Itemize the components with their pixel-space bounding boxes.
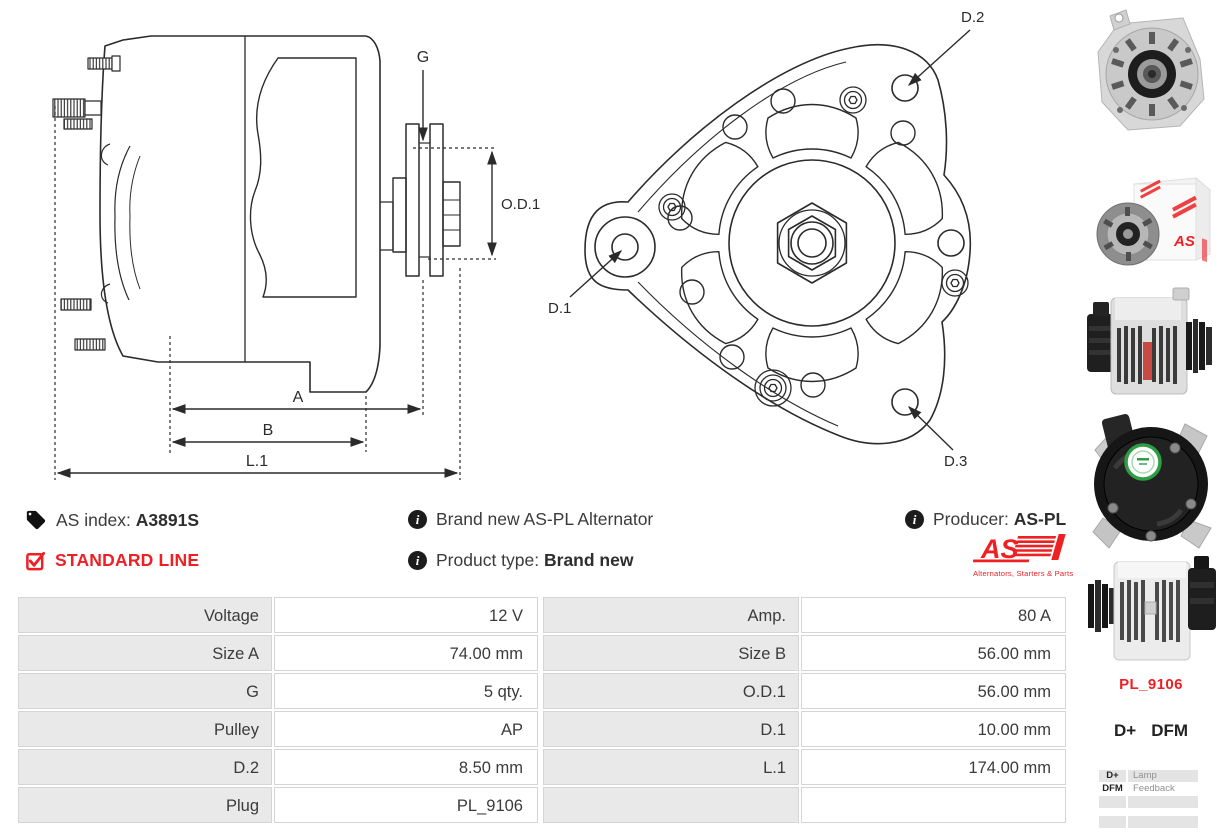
tag-icon [26,510,46,530]
spec-label-cell: D.1 [543,711,799,747]
brand-row: i Brand new AS-PL Alternator [408,509,653,530]
spec-value-cell: 12 V [274,597,538,633]
product-type-text: Product type: Brand new [436,550,633,571]
plug-code-label: PL_9106 [1119,676,1183,693]
info-icon: i [905,510,924,529]
spec-label-cell: O.D.1 [543,673,799,709]
spec-label-cell: Amp. [543,597,799,633]
producer-text: Producer: AS-PL [933,509,1066,530]
spec-value-cell: 5 qty. [274,673,538,709]
product-photo-side-right[interactable] [1086,554,1218,666]
terminal-codes: D+ DFM [1085,721,1217,741]
info-icon: i [408,551,427,570]
spec-value-cell [801,787,1066,823]
spec-value-cell: 8.50 mm [274,749,538,785]
dim-label-d2: D.2 [961,9,984,26]
legend-row: D+ Lamp [1099,770,1200,782]
spec-label-cell: G [18,673,272,709]
as-logo-text: AS [980,534,1019,564]
legend-desc [1128,816,1198,828]
producer-row: i Producer: AS-PL [905,509,1066,530]
table-row: Size A 74.00 mm Size B 56.00 mm [18,635,1066,671]
table-row: Pulley AP D.1 10.00 mm [18,711,1066,747]
spec-value-cell: 56.00 mm [801,673,1066,709]
dim-label-g: G [417,49,429,66]
terminal-dplus: D+ [1113,721,1137,740]
product-photo-rear[interactable] [1085,410,1217,552]
legend-spacer [1099,809,1200,816]
terminal-legend: D+ Lamp DFM Feedback [1099,770,1200,829]
dim-label-a: A [293,389,304,406]
table-row: Voltage 12 V Amp. 80 A [18,597,1066,633]
table-row: Plug PL_9106 [18,787,1066,823]
legend-term: D+ [1099,770,1126,782]
legend-desc [1128,796,1198,808]
table-row: G 5 qty. O.D.1 56.00 mm [18,673,1066,709]
spec-label-cell: Size B [543,635,799,671]
checkbox-icon [26,551,46,571]
front-view-drawing: D.2 D.1 D.3 [548,9,984,470]
as-pl-logo: AS Alternators, Starters & Parts [973,533,1073,578]
spec-label-cell: Size A [18,635,272,671]
table-row: D.2 8.50 mm L.1 174.00 mm [18,749,1066,785]
standard-line-label: STANDARD LINE [55,550,200,570]
as-index-label: AS index: [56,509,131,530]
as-index-text: AS index: A3891S [56,510,199,531]
dim-label-d3: D.3 [944,453,967,470]
standard-line-row: STANDARD LINE [25,550,199,571]
legend-term [1099,816,1126,828]
product-photo-side-left[interactable] [1085,286,1217,406]
info-icon: i [408,510,427,529]
legend-row-empty [1099,816,1200,828]
spec-value-cell: PL_9106 [274,787,538,823]
as-index-row: AS index: A3891S [25,509,199,531]
product-type-value: Brand new [544,550,634,570]
dim-label-d1: D.1 [548,300,571,317]
box-logo-glyph: AS [1173,233,1195,250]
spec-value-cell: 80 A [801,597,1066,633]
producer-label: Producer: [933,509,1009,529]
spec-label-cell: Voltage [18,597,272,633]
spec-label-cell: D.2 [18,749,272,785]
spec-label-cell: L.1 [543,749,799,785]
dim-label-od1: O.D.1 [501,196,540,213]
product-type-label: Product type: [436,550,540,570]
spec-label-cell: Pulley [18,711,272,747]
dim-label-b: B [263,422,274,439]
as-pl-logo-graphic: AS [973,534,1066,564]
spec-value-cell: 10.00 mm [801,711,1066,747]
spec-value-cell: AP [274,711,538,747]
legend-term: DFM [1099,783,1126,795]
spec-label-cell: Plug [18,787,272,823]
product-photo-box[interactable]: AS [1090,150,1216,276]
spec-table: Voltage 12 V Amp. 80 A Size A 74.00 mm S… [18,597,1066,825]
legend-desc: Feedback [1128,783,1198,795]
product-type-row: i Product type: Brand new [408,550,633,571]
legend-row: DFM Feedback [1099,783,1200,795]
dim-label-l1: L.1 [246,453,268,470]
spec-label-cell [543,787,799,823]
spec-value-cell: 56.00 mm [801,635,1066,671]
producer-value: AS-PL [1013,509,1067,529]
product-photo-front[interactable] [1088,4,1216,144]
legend-desc: Lamp [1128,770,1198,782]
spec-value-cell: 174.00 mm [801,749,1066,785]
brand-text: Brand new AS-PL Alternator [436,509,654,529]
terminal-dfm: DFM [1151,721,1189,740]
legend-term [1099,796,1126,808]
as-index-value: A3891S [135,509,200,530]
side-view-drawing: G O.D.1 A B L.1 [52,35,540,480]
spec-value-cell: 74.00 mm [274,635,538,671]
as-logo-tagline: Alternators, Starters & Parts [973,569,1074,578]
legend-row-empty [1099,796,1200,808]
